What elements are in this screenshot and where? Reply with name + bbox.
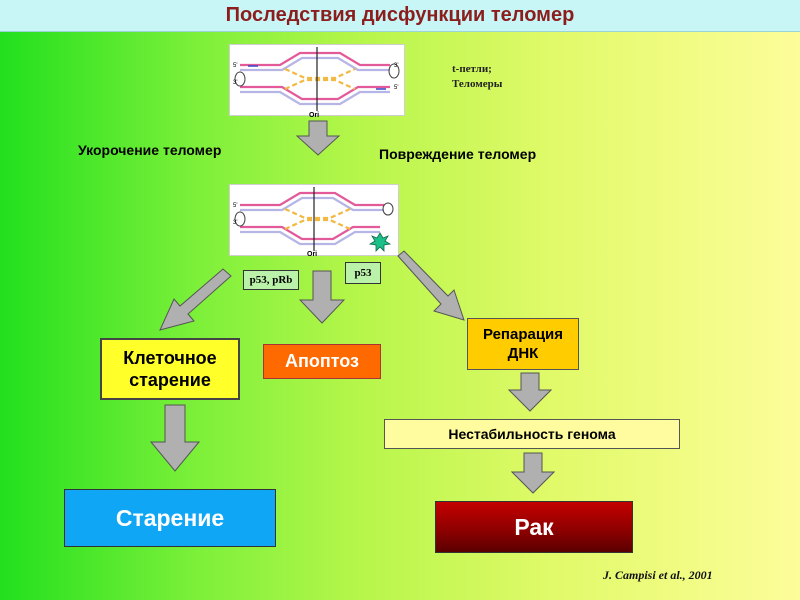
repair-box: Репарация ДНК [467, 318, 579, 370]
citation: J. Campisi et al., 2001 [603, 568, 713, 582]
three-prime-label-right: 3' [394, 63, 398, 69]
t-loops-line1: t-петли; [452, 63, 492, 75]
t-loops-line2: Теломеры [452, 78, 503, 90]
instability-box: Нестабильность генома [384, 419, 680, 449]
senescence-box: Клеточное старение [100, 338, 240, 400]
instability-label: Нестабильность генома [448, 426, 616, 442]
three-prime-label-mid: 3' [233, 220, 237, 226]
arrow-down-senescence [150, 404, 200, 472]
dna-replication-illustration: 5' 3' 3' 5' [233, 47, 400, 111]
arrow-down-top [296, 120, 340, 156]
apoptosis-label: Апоптоз [284, 351, 360, 371]
repair-label: Репарация ДНК [482, 326, 564, 362]
five-prime-label-right: 5' [394, 85, 398, 91]
dna-replication-diagram-damaged: 5' 3' [229, 184, 399, 256]
damage-label: Повреждение теломер [379, 146, 537, 162]
three-prime-label: 3' [233, 80, 237, 86]
arrow-diagonal-left [159, 268, 232, 331]
title-bar: Последствия дисфункции теломер [0, 0, 800, 32]
arrow-down-instability [511, 452, 555, 494]
cancer-box: Рак [435, 501, 633, 553]
dna-damaged-illustration: 5' 3' [233, 187, 394, 252]
apoptosis-box: Апоптоз [263, 344, 381, 379]
cancer-label: Рак [514, 513, 554, 540]
t-loops-note: t-петли; Теломеры [452, 62, 502, 92]
aging-label: Старение [115, 504, 225, 531]
tag-p53-prb: p53, pRb [243, 270, 299, 290]
dna-replication-diagram-top: 5' 3' 3' 5' [229, 44, 405, 116]
arrow-down-middle [299, 270, 345, 324]
aging-box: Старение [64, 489, 276, 547]
arrow-diagonal-right [397, 250, 465, 321]
five-prime-label-mid: 5' [233, 203, 237, 209]
damage-star-icon [368, 232, 392, 252]
shortening-label: Укорочение теломер [78, 142, 222, 158]
ori-label-mid: Ori [307, 251, 318, 258]
tag-p53: p53 [345, 262, 381, 284]
ori-label-top: Ori [309, 112, 320, 119]
senescence-label: Клеточное старение [123, 348, 217, 390]
arrow-down-repair [508, 372, 552, 412]
five-prime-label: 5' [233, 63, 237, 69]
page-title: Последствия дисфункции теломер [225, 4, 575, 26]
